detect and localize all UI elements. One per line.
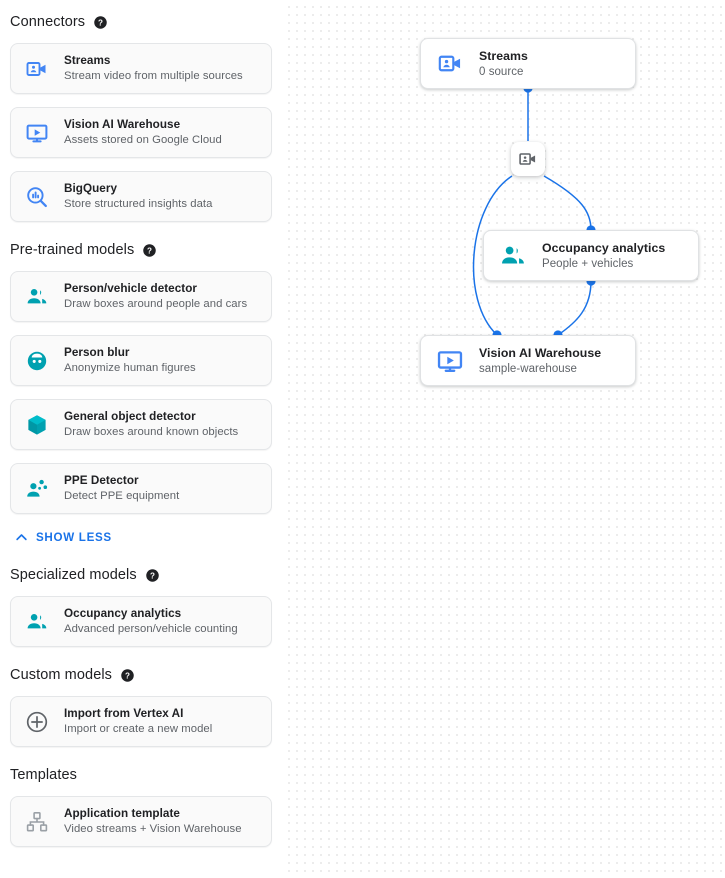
card-subtitle: Assets stored on Google Cloud (64, 134, 222, 146)
card-title: Application template (64, 807, 180, 820)
section-header-connectors: Connectors ? (10, 12, 272, 32)
help-circle-icon[interactable]: ? (93, 15, 108, 30)
help-circle-icon[interactable]: ? (120, 668, 135, 683)
card-subtitle: Stream video from multiple sources (64, 70, 243, 82)
card-subtitle: Store structured insights data (64, 198, 213, 210)
pipeline-graph-canvas[interactable]: Streams 0 source (282, 0, 725, 878)
card-title: Person blur (64, 346, 130, 359)
card-title: BigQuery (64, 182, 118, 195)
magnifier-barchart-icon (24, 184, 50, 210)
section-title: Connectors (10, 14, 86, 30)
node-title: Streams (479, 48, 528, 63)
card-title: Import from Vertex AI (64, 707, 184, 720)
card-title: Person/vehicle detector (64, 282, 198, 295)
video-camera-person-icon (518, 149, 538, 169)
svg-text:?: ? (147, 246, 152, 255)
card-subtitle: Video streams + Vision Warehouse (64, 823, 242, 835)
svg-text:?: ? (98, 18, 103, 27)
palette-card-person-vehicle-detector[interactable]: Person/vehicle detector Draw boxes aroun… (10, 271, 272, 322)
card-title: Vision AI Warehouse (64, 118, 181, 131)
show-less-label: SHOW LESS (36, 530, 112, 544)
palette-card-bigquery[interactable]: BigQuery Store structured insights data (10, 171, 272, 222)
card-subtitle: Detect PPE equipment (64, 490, 180, 502)
node-subtitle: People + vehicles (542, 257, 634, 270)
svg-text:?: ? (150, 571, 155, 580)
video-camera-person-icon (24, 56, 50, 82)
show-less-button[interactable]: SHOW LESS (14, 527, 112, 547)
card-title: PPE Detector (64, 474, 139, 487)
palette-card-application-template[interactable]: Application template Video streams + Vis… (10, 796, 272, 847)
section-title: Specialized models (10, 567, 137, 583)
palette-card-occupancy-analytics[interactable]: Occupancy analytics Advanced person/vehi… (10, 596, 272, 647)
node-subtitle: sample-warehouse (479, 362, 577, 375)
person-vehicle-icon (24, 609, 50, 635)
chevron-up-icon (14, 530, 29, 545)
cube-icon (24, 412, 50, 438)
palette-card-general-object-detector[interactable]: General object detector Draw boxes aroun… (10, 399, 272, 450)
graph-node-occupancy-analytics[interactable]: Occupancy analytics People + vehicles (483, 230, 699, 281)
graph-edges (472, 83, 596, 340)
graph-node-streams[interactable]: Streams 0 source (420, 38, 636, 89)
section-header-specialized-models: Specialized models ? (10, 565, 272, 585)
card-title: General object detector (64, 410, 196, 423)
monitor-play-icon (24, 120, 50, 146)
card-title: Occupancy analytics (64, 607, 182, 620)
card-subtitle: Draw boxes around people and cars (64, 298, 248, 310)
palette-card-ppe-detector[interactable]: PPE Detector Detect PPE equipment (10, 463, 272, 514)
person-vehicle-icon (24, 284, 50, 310)
svg-text:?: ? (125, 671, 130, 680)
node-subtitle: 0 source (479, 65, 524, 78)
component-palette-sidebar: Connectors ? Streams Stream video from m… (0, 0, 282, 878)
card-title: Streams (64, 54, 111, 67)
section-title: Custom models (10, 667, 113, 683)
palette-card-import-from-vertex-ai[interactable]: Import from Vertex AI Import or create a… (10, 696, 272, 747)
card-subtitle: Advanced person/vehicle counting (64, 623, 238, 635)
hierarchy-icon (24, 809, 50, 835)
card-subtitle: Import or create a new model (64, 723, 213, 735)
section-header-custom-models: Custom models ? (10, 665, 272, 685)
monitor-play-icon (435, 346, 465, 376)
node-title: Vision AI Warehouse (479, 345, 602, 360)
palette-card-streams[interactable]: Streams Stream video from multiple sourc… (10, 43, 272, 94)
face-blur-icon (24, 348, 50, 374)
palette-card-vision-ai-warehouse[interactable]: Vision AI Warehouse Assets stored on Goo… (10, 107, 272, 158)
help-circle-icon[interactable]: ? (145, 568, 160, 583)
graph-chip-stream-source[interactable] (511, 142, 545, 176)
palette-card-person-blur[interactable]: Person blur Anonymize human figures (10, 335, 272, 386)
section-header-pre-trained-models: Pre-trained models ? (10, 240, 272, 260)
video-camera-person-icon (435, 49, 465, 79)
help-circle-icon[interactable]: ? (142, 243, 157, 258)
section-header-templates: Templates (10, 765, 272, 785)
section-title: Pre-trained models (10, 242, 135, 258)
card-subtitle: Anonymize human figures (64, 362, 196, 374)
card-subtitle: Draw boxes around known objects (64, 426, 239, 438)
ppe-person-icon (24, 476, 50, 502)
node-title: Occupancy analytics (542, 240, 666, 255)
graph-node-vision-ai-warehouse[interactable]: Vision AI Warehouse sample-warehouse (420, 335, 636, 386)
section-title: Templates (10, 767, 77, 783)
person-vehicle-icon (498, 241, 528, 271)
plus-circle-icon (24, 709, 50, 735)
